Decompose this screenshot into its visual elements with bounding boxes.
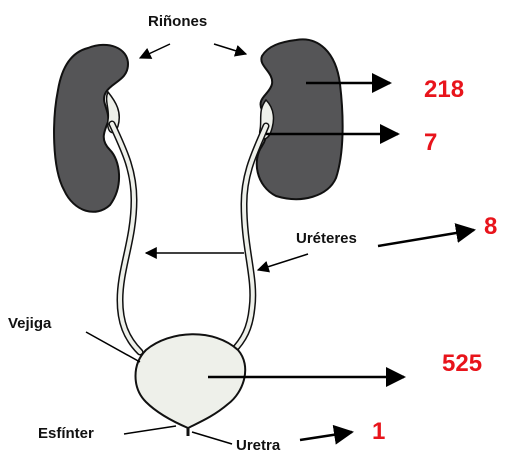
ureters-leader-right <box>258 254 308 270</box>
value-renal-pelvis: 7 <box>424 131 437 155</box>
bladder <box>136 334 246 428</box>
urethra-leader <box>192 432 232 444</box>
value-ureters: 8 <box>484 215 497 239</box>
label-bladder: Vejiga <box>8 316 51 331</box>
label-urethra: Uretra <box>236 438 280 453</box>
arrow-ureters <box>378 230 474 246</box>
kidneys-leader-right <box>214 44 246 54</box>
value-bladder: 525 <box>442 352 482 376</box>
arrow-urethra <box>300 432 352 440</box>
sphincter-leader <box>124 426 176 434</box>
kidneys-leader-left <box>140 44 170 58</box>
value-kidney: 218 <box>424 78 464 102</box>
label-sphincter: Esfínter <box>38 426 94 441</box>
value-urethra: 1 <box>372 420 385 444</box>
label-ureters: Uréteres <box>296 231 357 246</box>
label-kidneys: Riñones <box>148 14 207 29</box>
